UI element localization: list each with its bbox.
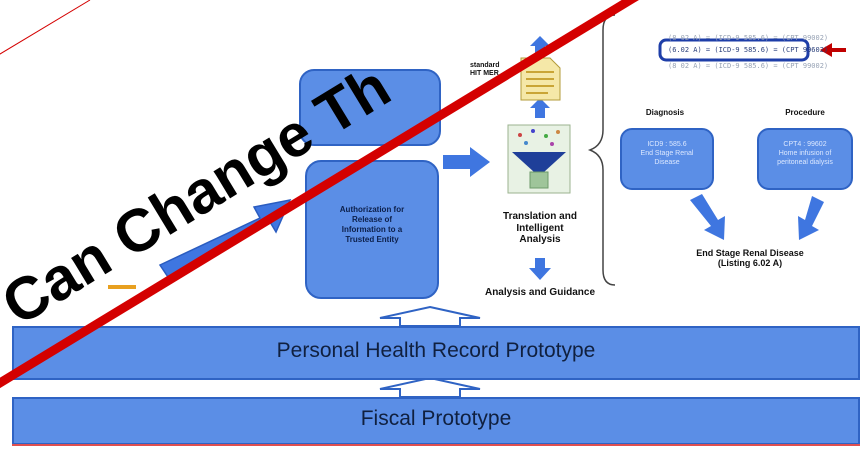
code-line-1: (8 02 A) = (ICD-9 585.6) = (CPT 99002): [668, 34, 829, 42]
arrow-diagnosis-to-result: [690, 194, 725, 240]
procedure-box-label: CPT4 : 99602 Home infusion of peritoneal…: [777, 141, 833, 167]
down-arrow-guidance: [529, 258, 551, 280]
result-label: End Stage Renal Disease (Listing 6.02 A): [696, 248, 804, 269]
red-pointer-arrow: [820, 43, 846, 57]
phr-band-label: Personal Health Record Prototype: [276, 339, 596, 362]
up-arrow-middle: [530, 98, 550, 118]
procedure-header: Procedure: [785, 108, 825, 117]
guidance-label: Analysis and Guidance: [484, 287, 596, 298]
arrow-procedure-to-result: [798, 196, 824, 240]
fiscal-band-label: Fiscal Prototype: [360, 407, 512, 430]
standard-label: standard HIT MER: [470, 62, 500, 78]
right-arrow-auth-to-translation: [443, 147, 490, 177]
up-arrow-phr: [379, 305, 481, 327]
bottom-red-line: [12, 444, 860, 446]
up-arrow-top: [530, 36, 550, 56]
translation-label: Translation and Intelligent Analysis: [503, 211, 577, 245]
funnel-icon: [507, 124, 571, 194]
procedure-box: [757, 128, 853, 190]
document-icon: [520, 57, 561, 101]
code-line-3: (8 02 A) = (ICD-9 585.6) = (CPT 99002): [668, 62, 829, 70]
up-arrow-fiscal: [379, 376, 481, 398]
diagnosis-header: Diagnosis: [645, 108, 685, 117]
authorization-box-label: Authorization for Release of Information…: [339, 205, 405, 244]
code-highlight-box: [658, 38, 810, 62]
diagnosis-box-label: ICD9 : 585.6 End Stage Renal Disease: [640, 141, 694, 167]
code-line-2: (6.02 A) = (ICD-9 585.6) = (CPT 99602): [668, 46, 829, 54]
